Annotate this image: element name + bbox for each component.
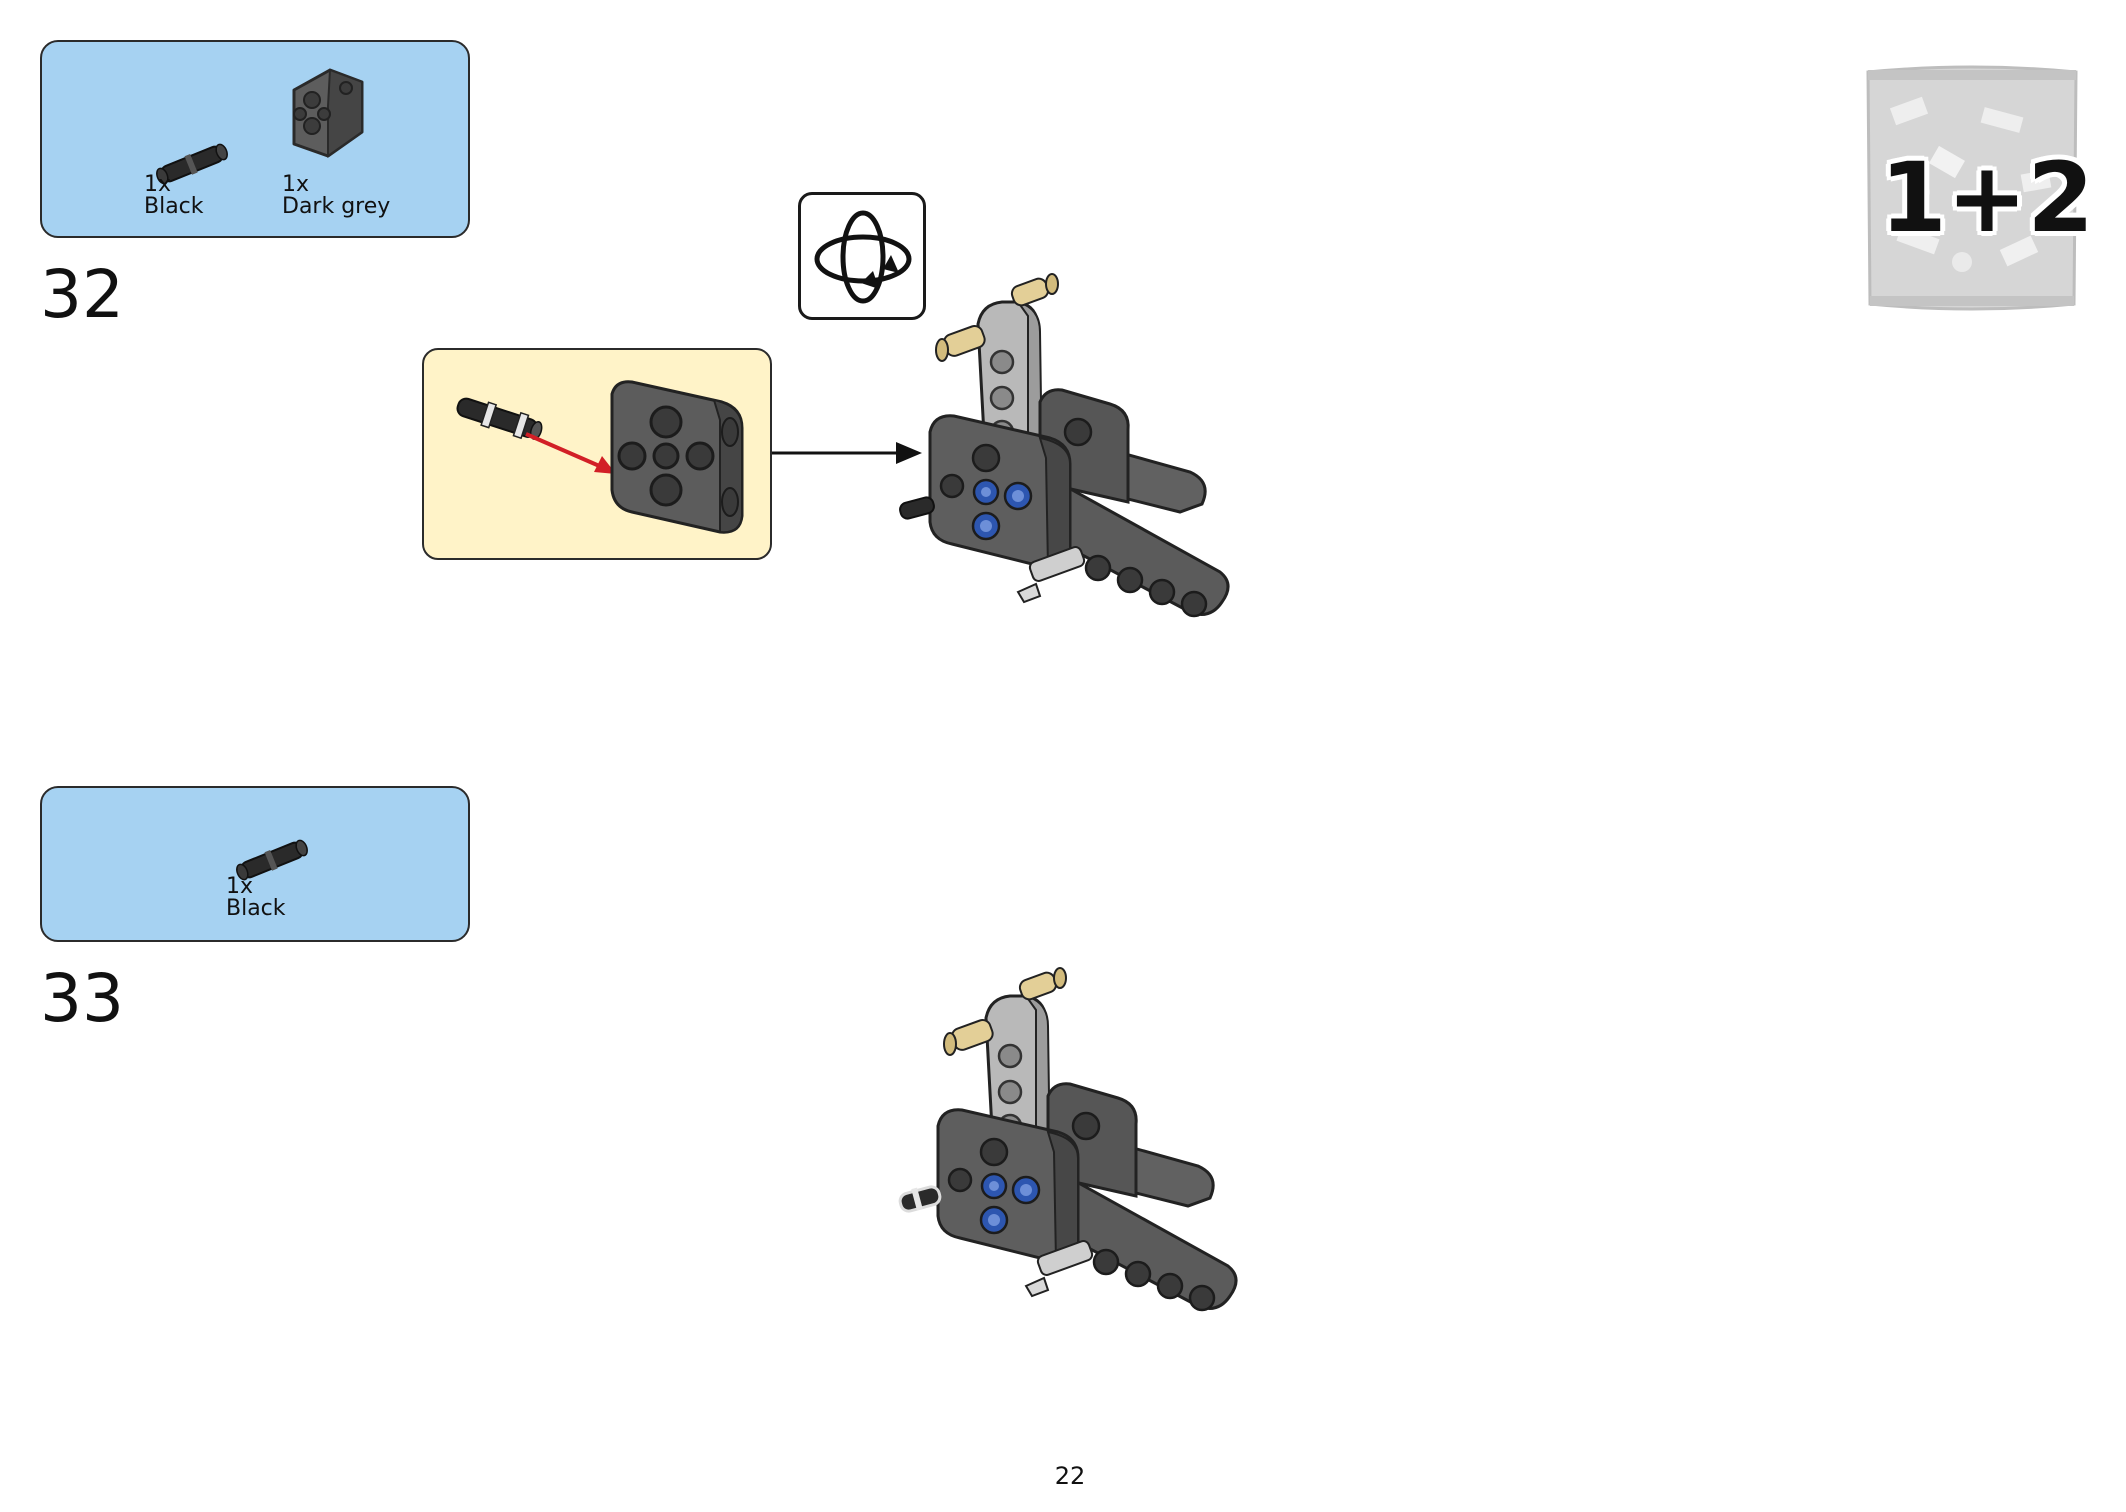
- part-color: Black: [226, 896, 286, 921]
- parts-bag-icon: [1866, 65, 2078, 311]
- step-number: 32: [40, 256, 124, 333]
- callout-pointer-arrow: [772, 442, 922, 464]
- part-color: Dark grey: [282, 194, 391, 219]
- black-pin-icon: [236, 839, 308, 881]
- dark-grey-connector-icon: [610, 380, 744, 534]
- rotate-indicator: [798, 192, 926, 320]
- step-number: 33: [40, 960, 124, 1037]
- part-color: Black: [144, 194, 204, 219]
- parts-list-step-33: 1x Black: [40, 786, 470, 942]
- part-qty: 1x: [226, 874, 254, 899]
- dark-grey-connector-icon: [292, 68, 364, 158]
- part-qty: 1x: [144, 172, 172, 197]
- black-pin-icon: [156, 143, 228, 185]
- sub-assembly-callout: [422, 348, 772, 560]
- parts-list-step-32: 1x Black 1x Dark grey: [40, 40, 470, 238]
- model-assembly-step-33: [898, 967, 1238, 1312]
- rotate-model-icon: [814, 210, 912, 304]
- black-pin-icon: [456, 397, 543, 440]
- bag-number-label: 1+2: [1880, 142, 2095, 254]
- part-qty: 1x: [282, 172, 310, 197]
- model-assembly-step-32: [899, 273, 1230, 618]
- page-number: 22: [1054, 1462, 1086, 1490]
